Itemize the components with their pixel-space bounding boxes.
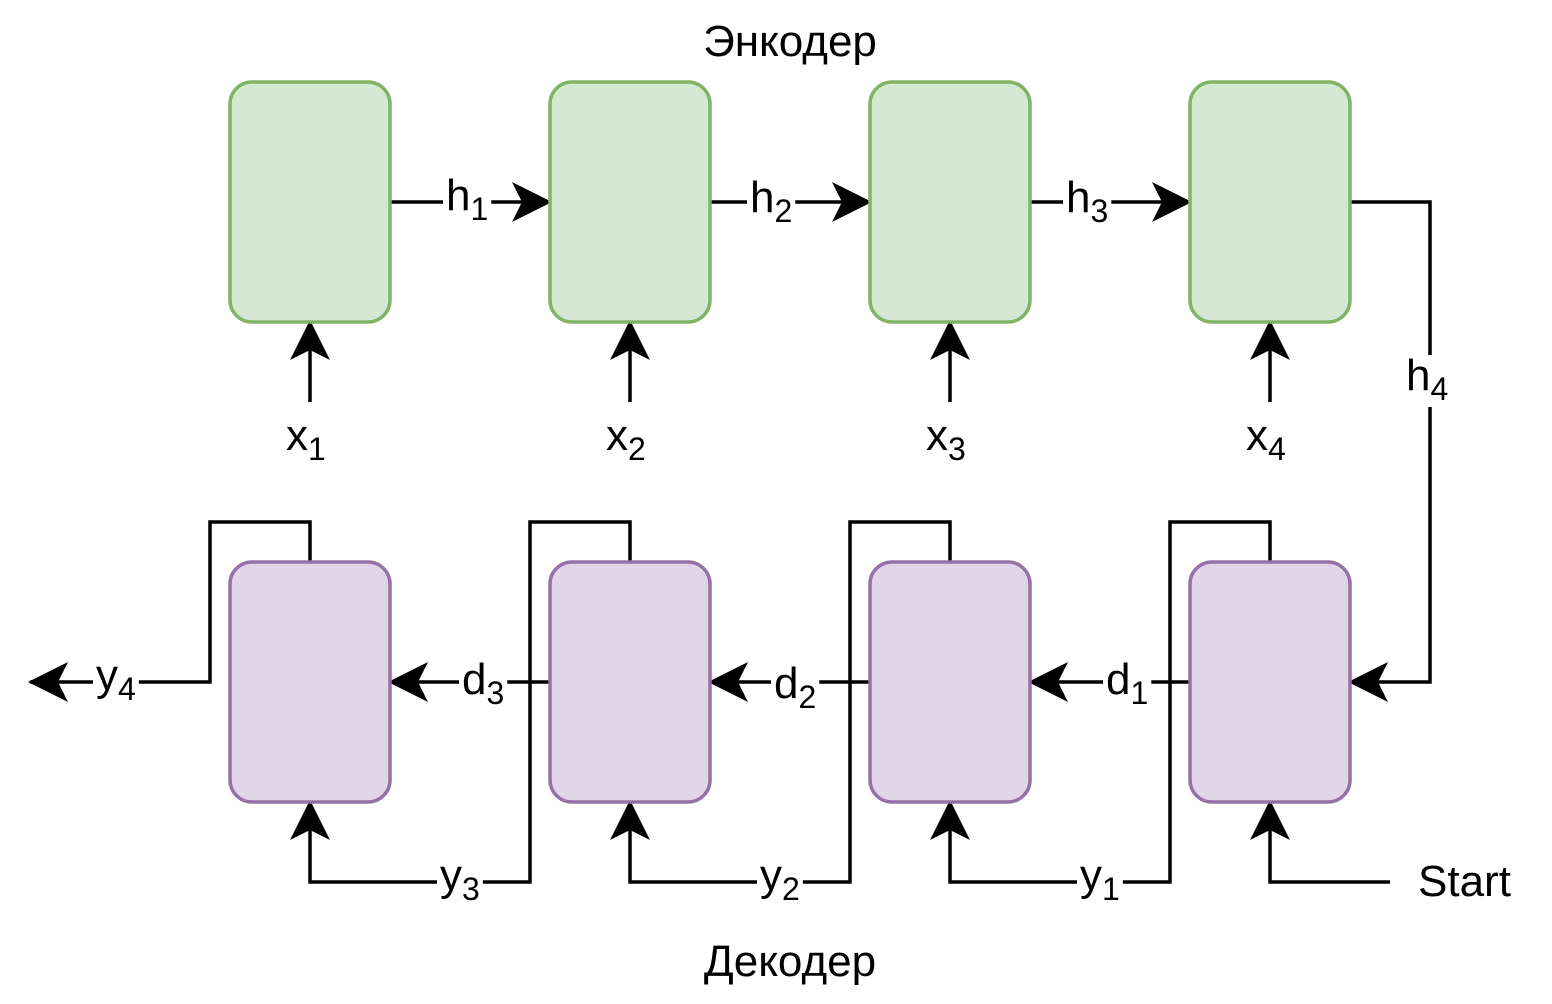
- output-label-y2: y2: [760, 851, 800, 907]
- label-background: [1415, 861, 1514, 906]
- output-label-y3: y3: [440, 851, 480, 907]
- label-background: [747, 177, 796, 229]
- encoder-cell-4: [1188, 80, 1352, 324]
- input-label-x4: x4: [1246, 411, 1286, 467]
- label-background: [1103, 659, 1152, 711]
- label-background: [443, 175, 492, 227]
- output-label-y4: y4: [96, 651, 136, 707]
- decoder-cell-4: [1188, 560, 1352, 804]
- encoder-title: Энкодер: [703, 17, 877, 66]
- output-label-y1: y1: [1080, 851, 1120, 907]
- decoder-state-label-d2: d2: [774, 659, 816, 715]
- label-background: [757, 855, 803, 907]
- label-background: [459, 659, 508, 711]
- feedback-loop-y2: [610, 520, 952, 884]
- encoder-cell-3: [868, 80, 1032, 324]
- decoder-cells: [228, 560, 1352, 804]
- connections: [28, 182, 1432, 884]
- decoder-cell-1: [228, 560, 392, 804]
- label-background: [603, 415, 649, 467]
- input-label-x3: x3: [926, 411, 966, 467]
- hidden-state-label-h3: h3: [1066, 173, 1108, 229]
- decoder-title: Декодер: [704, 937, 876, 986]
- label-background: [1243, 415, 1289, 467]
- output-arrow-y4: [28, 520, 312, 702]
- decoder-state-label-d1: d1: [1106, 655, 1148, 711]
- feedback-loop-y3: [290, 520, 632, 884]
- start-arrow: [1250, 800, 1390, 884]
- feedback-loop-y1: [930, 520, 1272, 884]
- label-background: [1063, 177, 1112, 229]
- input-label-x2: x2: [606, 411, 646, 467]
- encoder-cell-1: [228, 80, 392, 324]
- label-background: [437, 855, 483, 907]
- decoder-cell-3: [868, 560, 1032, 804]
- start-label: Start: [1418, 857, 1511, 906]
- label-background: [283, 415, 329, 467]
- label-background: [923, 415, 969, 467]
- hidden-state-label-h2: h2: [750, 173, 792, 229]
- label-background: [1077, 855, 1123, 907]
- label-background: [1403, 355, 1452, 407]
- labels: h1 h2 h3 h4 x1 x2 x3 x4 d1 d2: [96, 171, 1511, 907]
- encoder-cell-2: [548, 80, 712, 324]
- decoder-cell-2: [548, 560, 712, 804]
- hidden-state-label-h4: h4: [1406, 351, 1448, 407]
- label-background: [771, 663, 820, 715]
- label-background: [93, 655, 139, 707]
- encoder-cells: [228, 80, 1352, 324]
- decoder-state-label-d3: d3: [462, 655, 504, 711]
- hidden-state-label-h1: h1: [446, 171, 488, 227]
- context-arrow-h4: [1348, 200, 1432, 702]
- label-backgrounds: [93, 175, 1514, 907]
- input-label-x1: x1: [286, 411, 326, 467]
